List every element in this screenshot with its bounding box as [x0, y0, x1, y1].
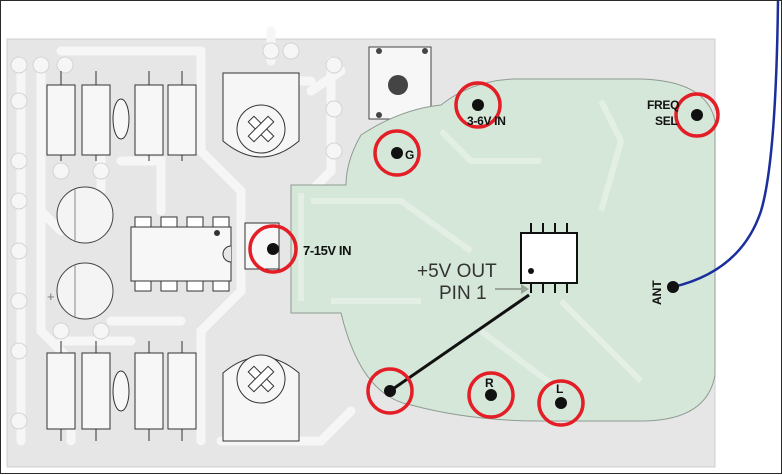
- marker-3-6v: [454, 81, 502, 129]
- capacitors: [56, 186, 114, 320]
- marker-ground: [373, 129, 421, 177]
- marker-freq-sel: [674, 92, 720, 138]
- connecting-lead: [389, 293, 530, 393]
- module-traces: [298, 99, 644, 394]
- marker-lead-end: [366, 367, 414, 415]
- marker-7-15v: [248, 224, 298, 274]
- label-freq: FREQ: [647, 98, 679, 112]
- trimpot-bottom: [222, 354, 300, 442]
- label-3-6v-in: 3-6V IN: [467, 114, 506, 128]
- plus-mark: +: [47, 289, 55, 304]
- label-7-15v-in: 7-15V IN: [303, 243, 351, 258]
- label-antenna: ANT: [650, 280, 664, 305]
- label-pin1: PIN 1: [439, 283, 487, 304]
- dip-ic: [130, 216, 232, 292]
- label-5v-out: +5V OUT: [417, 261, 497, 282]
- marker-r: [467, 371, 515, 419]
- resistors-top: [46, 71, 197, 161]
- pcb-pads: [10, 42, 343, 430]
- label-left: L: [556, 382, 563, 396]
- label-right: R: [485, 376, 494, 390]
- push-button: [368, 46, 432, 120]
- label-ground: G: [405, 148, 414, 162]
- label-sel: SEL: [655, 114, 677, 128]
- marker-rings: [248, 81, 720, 427]
- contact-points: [267, 99, 703, 409]
- resistors-bottom: [46, 341, 197, 441]
- marker-l: [537, 379, 585, 427]
- trimpot-top: [222, 72, 300, 158]
- antenna-wire: [672, 1, 780, 289]
- pin1-arrow-head: [521, 284, 529, 294]
- soic-chip: [520, 223, 578, 293]
